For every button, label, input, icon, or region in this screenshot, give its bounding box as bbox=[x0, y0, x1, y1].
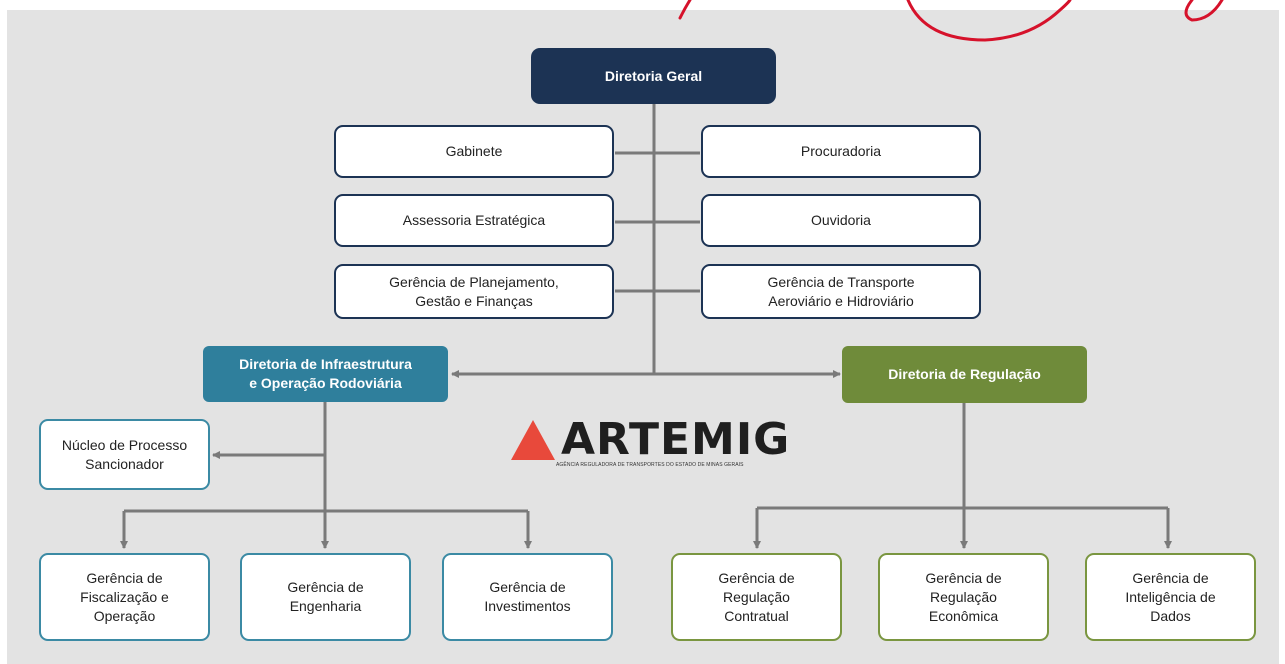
node-transporte: Gerência de Transporte Aeroviário e Hidr… bbox=[701, 264, 981, 319]
node-planejamento: Gerência de Planejamento, Gestão e Finan… bbox=[334, 264, 614, 319]
node-ouvidoria: Ouvidoria bbox=[701, 194, 981, 247]
logo-triangle-icon bbox=[511, 420, 555, 460]
artemig-logo: ARTEMIG AGÊNCIA REGULADORA DE TRANSPORTE… bbox=[511, 415, 801, 475]
node-investimentos: Gerência de Investimentos bbox=[442, 553, 613, 641]
logo-tagline: AGÊNCIA REGULADORA DE TRANSPORTES DO EST… bbox=[556, 462, 744, 468]
red-scribble bbox=[678, 0, 1224, 42]
node-procuradoria: Procuradoria bbox=[701, 125, 981, 178]
logo-wordmark: ARTEMIG bbox=[561, 414, 791, 465]
node-gabinete: Gabinete bbox=[334, 125, 614, 178]
node-engenharia: Gerência de Engenharia bbox=[240, 553, 411, 641]
node-dir-reg: Diretoria de Regulação bbox=[842, 346, 1087, 403]
node-director-general: Diretoria Geral bbox=[531, 48, 776, 104]
node-fiscalizacao: Gerência de Fiscalização e Operação bbox=[39, 553, 210, 641]
node-reg-economica: Gerência de Regulação Econômica bbox=[878, 553, 1049, 641]
node-inteligencia-dados: Gerência de Inteligência de Dados bbox=[1085, 553, 1256, 641]
node-dir-infra: Diretoria de Infraestrutura e Operação R… bbox=[203, 346, 448, 402]
node-reg-contratual: Gerência de Regulação Contratual bbox=[671, 553, 842, 641]
node-assessoria: Assessoria Estratégica bbox=[334, 194, 614, 247]
node-nucleo: Núcleo de Processo Sancionador bbox=[39, 419, 210, 490]
